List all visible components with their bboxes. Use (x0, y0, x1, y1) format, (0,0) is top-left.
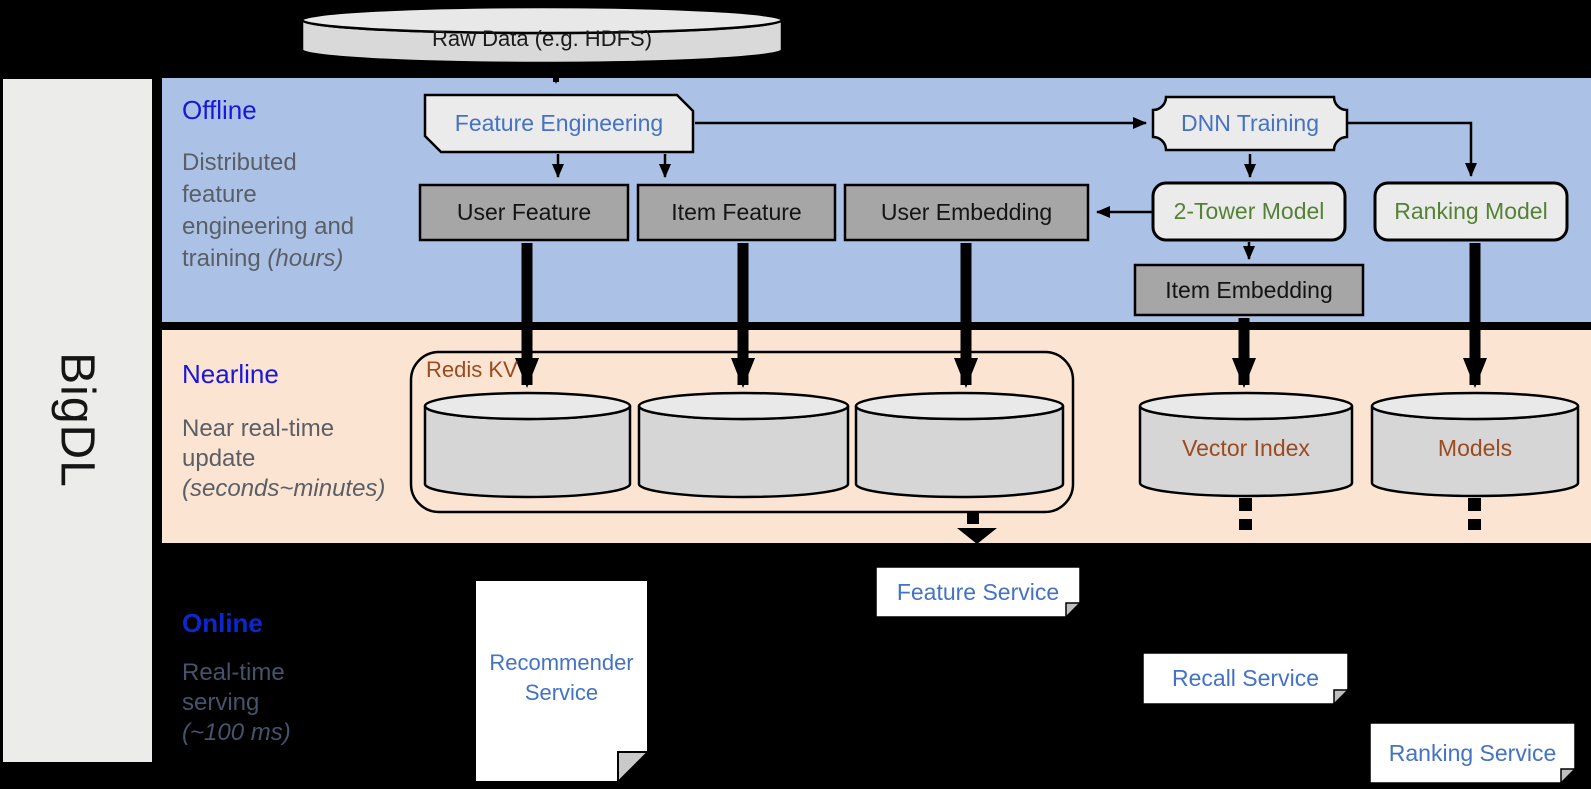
recommender-service-label-line2: Service (524, 680, 599, 705)
item-feature-node (636, 183, 837, 242)
recall-service-doc-fold (1333, 689, 1350, 706)
offline-band-desc-line3: engineering and (182, 213, 355, 240)
models-dash-2 (1468, 519, 1481, 530)
redis-cylinder-1-top (423, 391, 632, 421)
vector-index-dash-2 (1239, 519, 1252, 530)
redis-cylinder-3-top (854, 391, 1065, 421)
feature-engineering-label: Feature Engineering (454, 110, 664, 136)
ranking-service-label: Ranking Service (1388, 739, 1557, 766)
arrow-redis-to-feature-service-stub (967, 512, 979, 524)
raw-data-label: Raw Data (e.g. HDFS) (431, 26, 653, 51)
online-band-desc-italic: (~100 ms) (182, 719, 291, 746)
ranking-service-doc-fold (1560, 768, 1577, 785)
models-cylinder-top (1370, 391, 1580, 421)
two-tower-model-label: 2-Tower Model (1173, 198, 1325, 224)
arrow-redis-to-feature-service-head (957, 528, 997, 544)
nearline-band-desc-italic: (seconds~minutes) (182, 475, 386, 502)
recommender-service-doc-fold (617, 751, 651, 785)
feature-service-label: Feature Service (896, 578, 1060, 605)
dnn-training-node (1151, 95, 1349, 152)
dnn-training-label: DNN Training (1180, 110, 1320, 136)
redis-cylinder-2-top (637, 391, 850, 421)
online-band-desc-line1: Real-time (182, 659, 285, 686)
nearline-band-title: Nearline (182, 358, 279, 389)
models-dash-1 (1468, 498, 1481, 511)
feature-service-doc-fold (1065, 602, 1082, 619)
item-feature-label: Item Feature (671, 199, 802, 225)
offline-band-desc-line4: training (hours) (182, 244, 422, 274)
offline-desc-line4-normal: training (182, 245, 261, 272)
ranking-model-node (1373, 181, 1569, 242)
nearline-band-desc-line1: Near real-time (182, 415, 335, 442)
vector-index-dash-1 (1239, 498, 1252, 511)
two-tower-model-node (1151, 181, 1347, 242)
user-feature-node (418, 183, 630, 242)
recommender-service-label-line1: Recommender (489, 650, 634, 675)
arrow-dnn-to-ranking-model (1347, 121, 1477, 177)
offline-band-desc-line2: feature (182, 181, 257, 208)
recall-service-label: Recall Service (1172, 665, 1319, 691)
bigdl-sidebar (3, 79, 152, 762)
offline-band-title: Offline (182, 94, 257, 125)
recommender-service-label: Recommender Service (475, 645, 648, 711)
redis-kv-container (409, 350, 1075, 514)
user-embedding-label: User Embedding (880, 199, 1053, 225)
ranking-model-label: Ranking Model (1394, 198, 1548, 224)
online-band-desc-line2: serving (182, 689, 260, 716)
feature-engineering-node (423, 93, 695, 154)
bigdl-sidebar-label: BigDL (50, 352, 104, 488)
offline-band-desc-line1: Distributed (182, 149, 297, 176)
models-label: Models (1437, 434, 1513, 461)
item-embedding-label: Item Embedding (1165, 276, 1333, 303)
vector-index-cylinder-top (1138, 391, 1354, 421)
user-embedding-node (843, 183, 1090, 242)
redis-kv-label: Redis KV (426, 357, 518, 382)
user-feature-label: User Feature (456, 199, 592, 225)
item-embedding-node (1133, 263, 1365, 317)
nearline-band-desc-line2: update (182, 445, 256, 472)
online-band-title: Online (182, 607, 263, 638)
vector-index-label: Vector Index (1182, 434, 1310, 461)
raw-data-cylinder-top (300, 5, 784, 35)
offline-desc-line4-italic: (hours) (267, 245, 344, 272)
